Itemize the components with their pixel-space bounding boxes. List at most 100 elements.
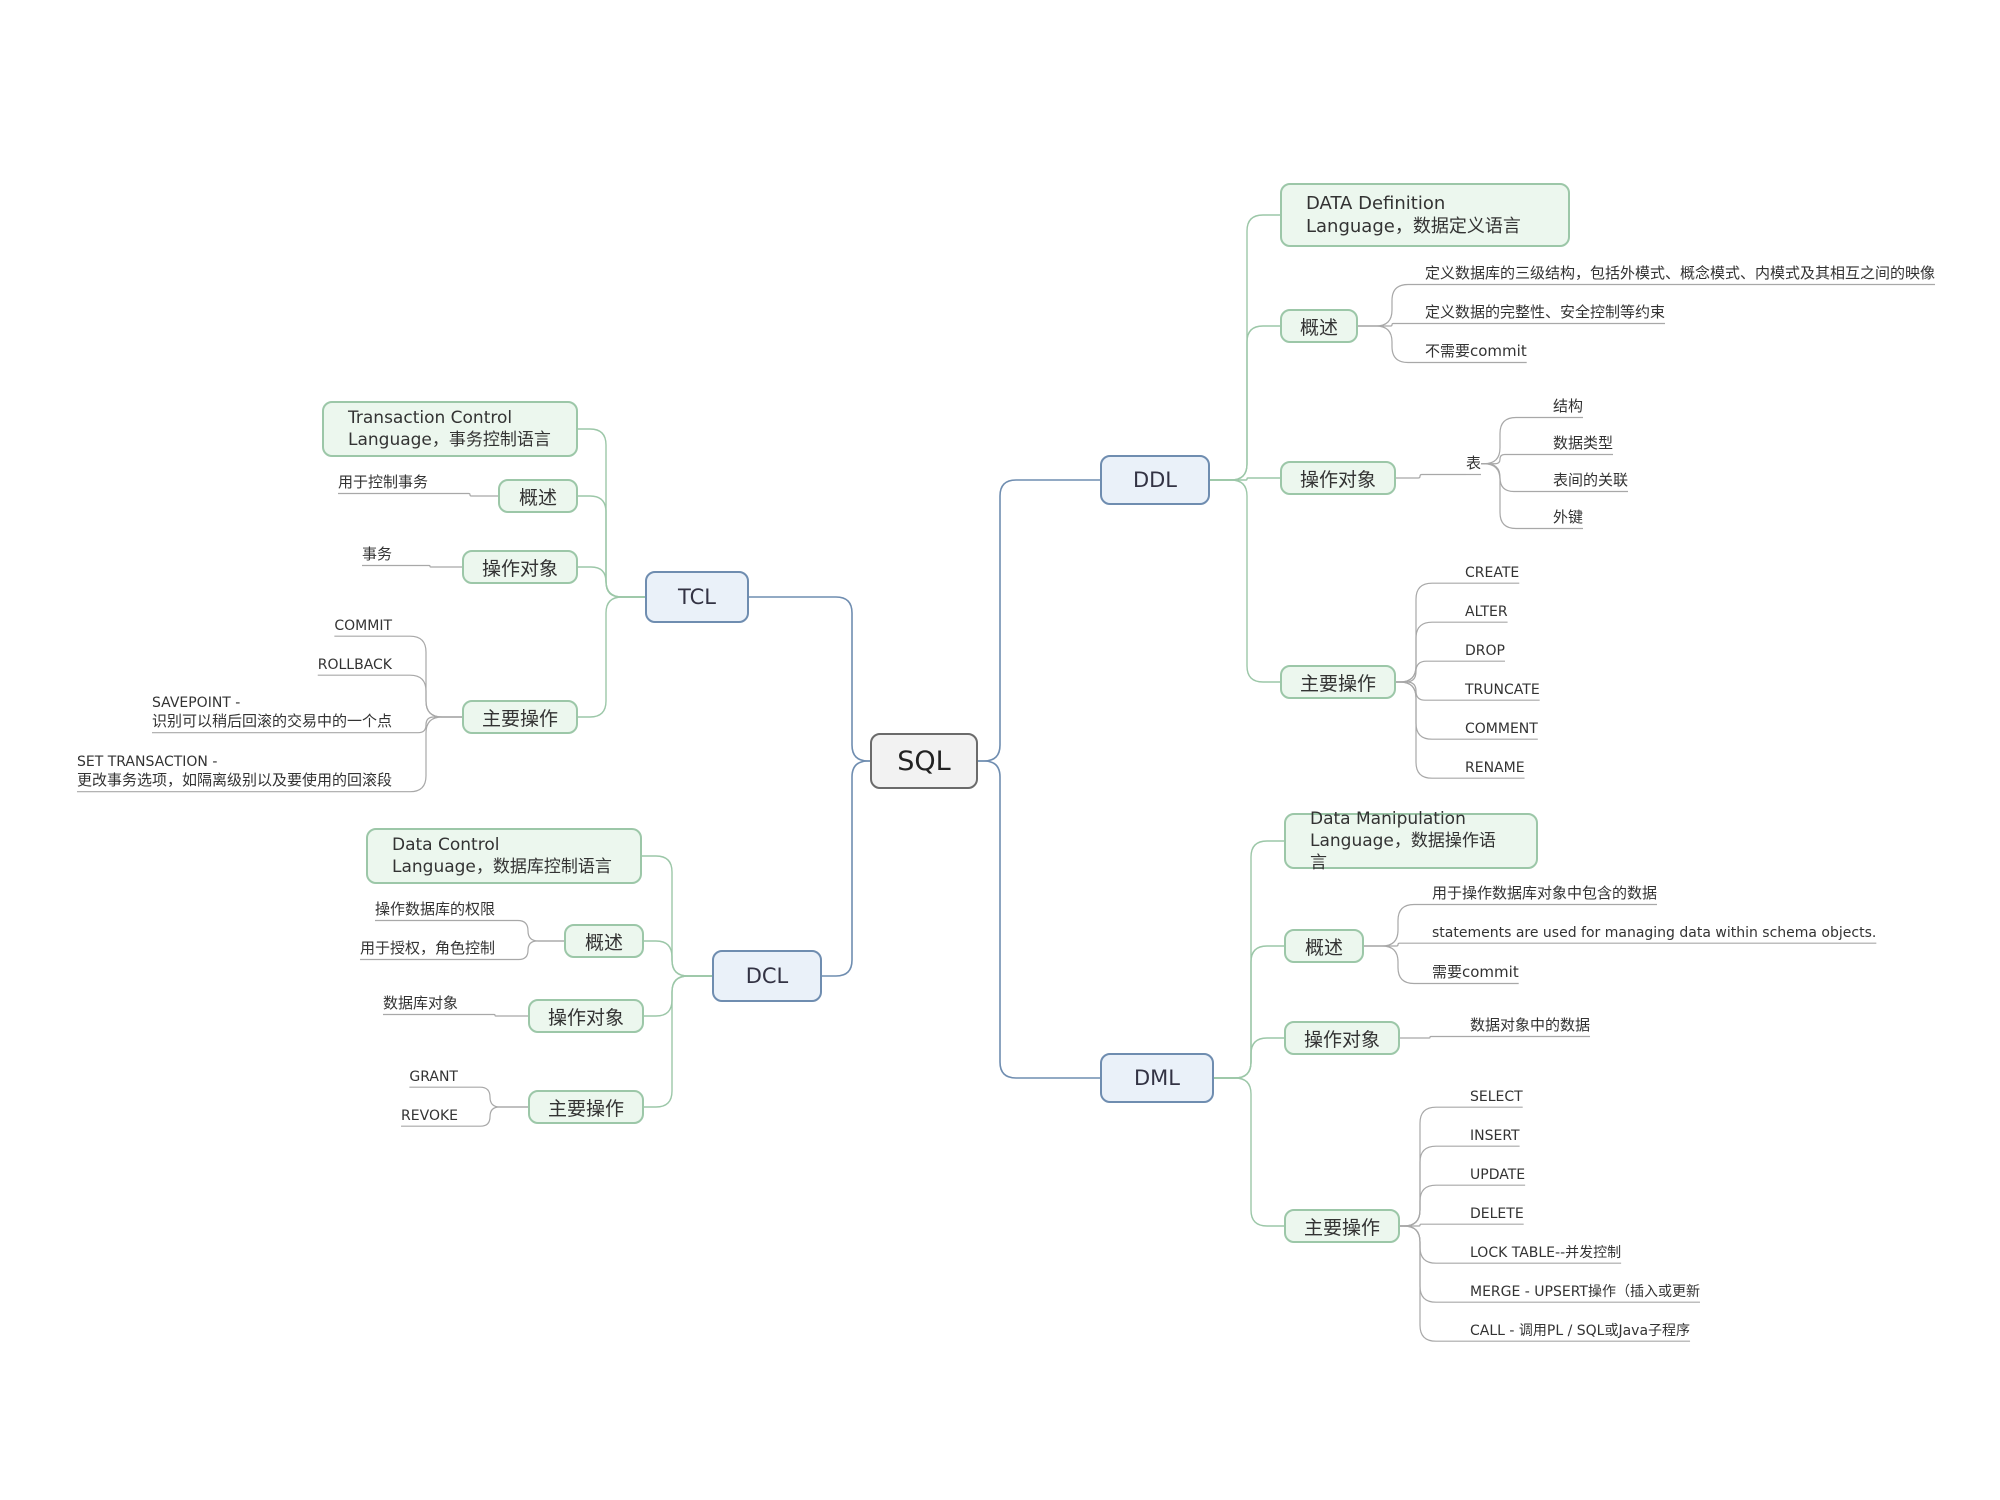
leaf-line — [1400, 1184, 1470, 1227]
root-branch-line — [749, 596, 870, 762]
tcl-overview-item: 用于控制事务 — [337, 473, 428, 491]
tcl-description[interactable]: Transaction Control Language，事务控制语言 — [322, 401, 578, 457]
node-dml[interactable]: DML — [1100, 1053, 1214, 1103]
ddl-object-item: 结构 — [1553, 397, 1584, 415]
tcl-settrans-line1: SET TRANSACTION - — [76, 754, 218, 770]
leaf-line — [1400, 1225, 1470, 1303]
root-branch-line — [978, 760, 1100, 1079]
root-node-sql[interactable]: SQL — [870, 733, 978, 789]
leaf-line — [495, 940, 564, 961]
ddl-object-item: 表间的关联 — [1553, 471, 1629, 489]
ddl-operation-item: TRUNCATE — [1465, 682, 1540, 698]
ddl-object-item: 外键 — [1553, 508, 1584, 526]
dcl-objects-label: 操作对象 — [547, 1006, 624, 1029]
tcl-desc-line1: Transaction Control — [348, 407, 513, 428]
dcl-overview-node[interactable]: 概述 — [564, 924, 644, 958]
dml-overview-node[interactable]: 概述 — [1284, 929, 1364, 963]
ddl-objects-label: 操作对象 — [1299, 468, 1376, 491]
node-ddl[interactable]: DDL — [1100, 455, 1210, 505]
leaf-line — [1396, 681, 1465, 701]
dcl-description[interactable]: Data Control Language，数据库控制语言 — [366, 828, 642, 884]
ddl-overview-item: 定义数据的完整性、安全控制等约束 — [1425, 303, 1666, 321]
tcl-object-item: 事务 — [361, 545, 392, 563]
tcl-overview-node[interactable]: 概述 — [498, 479, 578, 513]
dml-objects-node[interactable]: 操作对象 — [1284, 1021, 1400, 1055]
branch-line — [1214, 840, 1284, 1079]
dml-label: DML — [1134, 1066, 1180, 1090]
ddl-desc-line1: DATA Definition — [1306, 192, 1446, 214]
tcl-desc-line2: Language，事务控制语言 — [348, 430, 551, 450]
tcl-overview-label: 概述 — [518, 486, 557, 509]
ddl-operation-item: CREATE — [1465, 565, 1520, 581]
branch-line — [578, 566, 645, 598]
leaf-line — [1358, 322, 1425, 327]
ddl-objects-node[interactable]: 操作对象 — [1280, 461, 1396, 495]
ddl-operation-item: DROP — [1465, 643, 1505, 659]
dml-desc-line2: Language，数据操作语言 — [1310, 830, 1496, 874]
dml-operations-node[interactable]: 主要操作 — [1284, 1209, 1400, 1243]
dcl-desc-line2: Language，数据库控制语言 — [392, 857, 612, 877]
tcl-operation-item: SAVEPOINT - 识别可以稍后回滚的交易中的一个点 — [152, 694, 392, 732]
dml-operation-item: INSERT — [1470, 1128, 1520, 1144]
root-branch-line — [978, 479, 1100, 762]
tcl-operations-node[interactable]: 主要操作 — [462, 700, 578, 734]
leaf-line — [428, 492, 498, 497]
leaf-line — [1400, 1035, 1470, 1039]
leaf-line — [1364, 903, 1432, 947]
node-tcl[interactable]: TCL — [645, 571, 749, 623]
dml-operation-item: UPDATE — [1470, 1167, 1526, 1183]
ddl-operations-node[interactable]: 主要操作 — [1280, 665, 1396, 699]
ddl-overview-node[interactable]: 概述 — [1280, 309, 1358, 343]
dml-operation-item: MERGE - UPSERT操作（插入或更新 — [1470, 1284, 1700, 1300]
leaf-line — [1400, 1225, 1470, 1264]
dml-description[interactable]: Data Manipulation Language，数据操作语言 — [1284, 809, 1538, 873]
leaf-line — [1396, 582, 1465, 683]
tcl-savepoint-line1: SAVEPOINT - — [151, 695, 241, 711]
leaf-line — [392, 716, 462, 793]
branch-line — [578, 428, 645, 598]
leaf-line — [1396, 473, 1466, 479]
dcl-desc-line1: Data Control — [392, 834, 500, 855]
tcl-settrans-line2: 更改事务选项，如隔离级别以及要使用的回滚段 — [76, 771, 392, 790]
leaf-line — [458, 1013, 528, 1017]
leaf-line — [1364, 942, 1432, 947]
node-dcl[interactable]: DCL — [712, 950, 822, 1002]
leaf-line — [1400, 1225, 1470, 1342]
tcl-objects-node[interactable]: 操作对象 — [462, 550, 578, 584]
dml-operation-item: DELETE — [1470, 1206, 1524, 1222]
ddl-overview-item: 定义数据库的三级结构，包括外模式、概念模式、内模式及其相互之间的映像 — [1425, 264, 1936, 282]
leaf-line — [458, 1086, 528, 1108]
branch-line — [1214, 1077, 1284, 1227]
dcl-objects-node[interactable]: 操作对象 — [528, 999, 644, 1033]
dcl-overview-item: 用于授权，角色控制 — [359, 939, 495, 957]
ddl-label: DDL — [1132, 468, 1178, 492]
branch-line — [578, 495, 645, 598]
leaf-line — [1364, 945, 1432, 985]
dcl-overview-item: 操作数据库的权限 — [374, 900, 495, 918]
dml-operation-item: LOCK TABLE--并发控制 — [1470, 1245, 1622, 1261]
dml-overview-item: statements are used for managing data wi… — [1432, 925, 1877, 941]
dml-overview-item: 需要commit — [1432, 963, 1519, 981]
ddl-operation-item: COMMENT — [1465, 721, 1538, 737]
leaf-line — [392, 564, 462, 568]
leaf-line — [392, 716, 462, 734]
root-label: SQL — [897, 745, 951, 777]
tcl-label: TCL — [678, 585, 716, 609]
leaf-line — [1400, 1106, 1470, 1227]
leaf-line — [495, 919, 564, 942]
tcl-savepoint-line2: 识别可以稍后回滚的交易中的一个点 — [151, 712, 392, 731]
leaf-line — [1481, 416, 1553, 465]
ddl-description[interactable]: DATA Definition Language，数据定义语言 — [1280, 183, 1570, 247]
leaf-line — [1358, 325, 1425, 364]
branch-line — [1210, 477, 1280, 481]
ddl-object-item: 数据类型 — [1553, 434, 1614, 452]
leaf-line — [392, 635, 462, 718]
dcl-operations-node[interactable]: 主要操作 — [528, 1090, 644, 1124]
root-branch-line — [822, 760, 870, 977]
tcl-operations-label: 主要操作 — [481, 707, 558, 730]
leaf-line — [1396, 681, 1465, 740]
tcl-objects-label: 操作对象 — [481, 557, 558, 580]
dml-object-item: 数据对象中的数据 — [1470, 1016, 1591, 1034]
